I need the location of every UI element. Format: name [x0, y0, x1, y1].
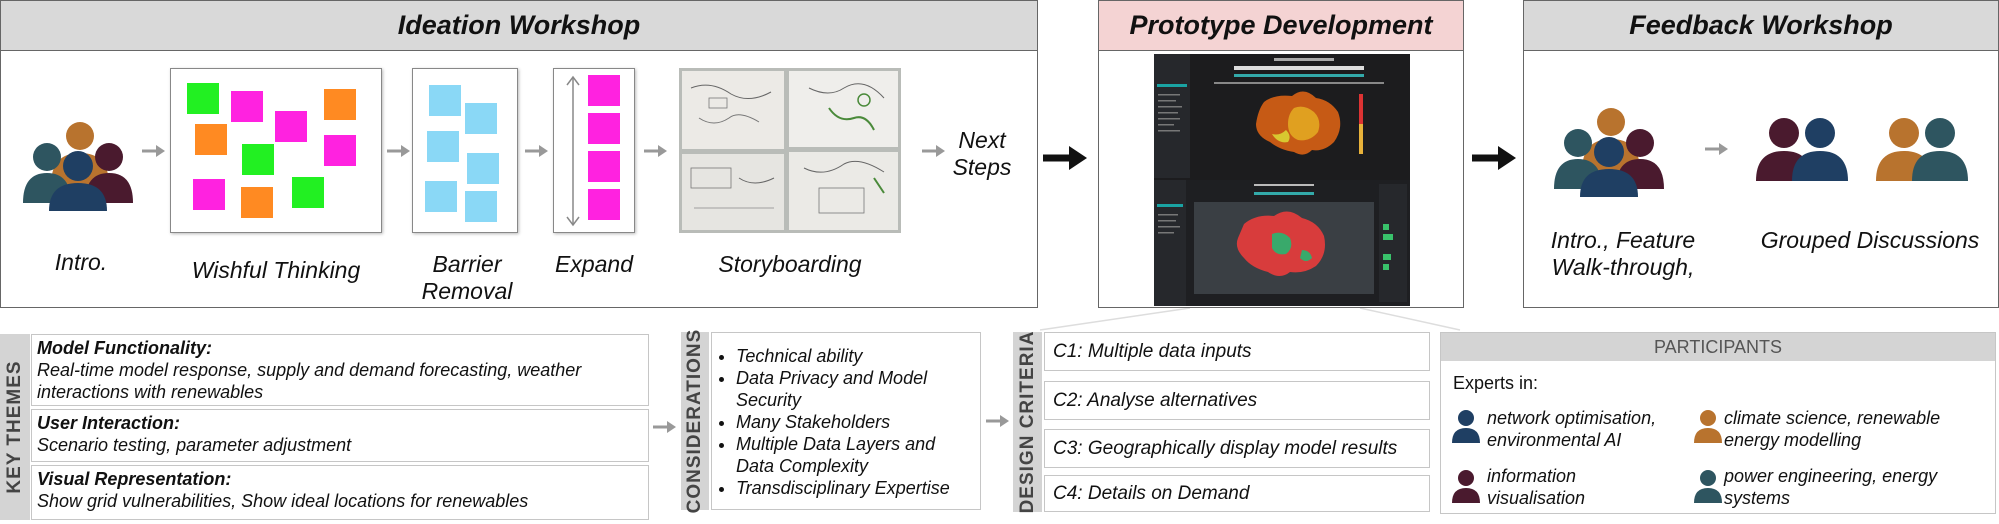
prototype-development-panel: Prototype Development	[1098, 0, 1464, 308]
criterion-c2: C2: Analyse alternatives	[1044, 381, 1430, 420]
step-wishful-thinking-label: Wishful Thinking	[191, 257, 361, 283]
considerations-list: Technical ability Data Privacy and Model…	[711, 332, 981, 510]
feedback-workshop-title: Feedback Workshop	[1524, 1, 1998, 51]
criterion-c4: C4: Details on Demand	[1044, 475, 1430, 512]
storyboarding-photo	[679, 68, 901, 233]
step-barrier-removal-label: Barrier Removal	[421, 251, 513, 304]
considerations-label: CONSIDERATIONS	[681, 329, 709, 513]
person-icon	[1694, 410, 1722, 443]
ideation-workshop-title: Ideation Workshop	[1, 1, 1037, 51]
participant-network-optimisation: network optimisation, environmental AI	[1487, 408, 1657, 450]
barrier-removal-board	[412, 68, 518, 233]
participant-climate-science: climate science, renewable energy modell…	[1724, 408, 1941, 450]
sticky-note	[193, 179, 225, 210]
sticky-note	[425, 181, 457, 212]
sticky-note	[427, 131, 459, 162]
sticky-note	[324, 135, 356, 166]
sticky-note	[275, 111, 307, 142]
step-next-steps-label: Next Steps	[952, 127, 1012, 180]
design-criteria-label: DESIGN CRITERIA	[1013, 331, 1042, 513]
sticky-note	[292, 177, 324, 208]
sticky-note	[195, 124, 227, 155]
flow-arrow-icon	[986, 415, 1009, 427]
participants-subtitle: Experts in:	[1453, 373, 1539, 393]
consideration-item: Data Privacy and Model Security	[736, 367, 974, 411]
feedback-workshop-panel: Feedback Workshop Intro., Feature Walk-t…	[1523, 0, 1999, 308]
key-themes-label: KEY THEMES	[0, 334, 30, 520]
sticky-note	[465, 191, 497, 222]
ideation-workshop-panel: Ideation Workshop Intro. Wishful Thinkin…	[0, 0, 1038, 308]
flow-arrow-icon	[644, 145, 667, 157]
criterion-c1: C1: Multiple data inputs	[1044, 332, 1430, 371]
flow-arrow-icon	[922, 145, 945, 157]
discussion-pair-icon	[1756, 118, 1848, 181]
people-group-icon	[23, 122, 133, 211]
people-group-icon	[1554, 108, 1664, 197]
consideration-item: Multiple Data Layers and Data Complexity	[736, 433, 974, 477]
sticky-note	[588, 189, 620, 220]
flow-arrow-icon	[653, 421, 676, 433]
consideration-item: Transdisciplinary Expertise	[736, 477, 974, 499]
sticky-note	[465, 103, 497, 134]
flow-arrow-icon	[387, 145, 410, 157]
sticky-note	[588, 75, 620, 106]
sticky-note	[231, 91, 263, 122]
sticky-note	[429, 85, 461, 116]
theme-visual-representation: Visual Representation: Show grid vulnera…	[31, 465, 649, 520]
wishful-thinking-board	[170, 68, 382, 233]
connector-lines	[1039, 308, 1461, 331]
expand-arrow-icon	[566, 75, 580, 227]
sticky-note	[241, 187, 273, 218]
step-storyboarding-label: Storyboarding	[718, 251, 862, 277]
participant-information-visualisation: information visualisation	[1487, 466, 1586, 508]
big-arrow-icon	[1043, 146, 1087, 170]
flow-arrow-icon	[525, 145, 548, 157]
participant-power-engineering: power engineering, energy systems	[1724, 466, 1938, 508]
step-expand-label: Expand	[554, 251, 633, 277]
discussion-pair-icon	[1876, 118, 1968, 181]
theme-model-functionality: Model Functionality: Real-time model res…	[31, 334, 649, 406]
sticky-note	[467, 153, 499, 184]
flow-arrow-icon	[1705, 143, 1728, 155]
participants-panel: PARTICIPANTS Experts in: network optimis…	[1440, 332, 1996, 514]
person-icon	[1452, 410, 1480, 443]
prototype-dashboard-screenshot	[1154, 54, 1410, 306]
flow-arrow-icon	[142, 145, 165, 157]
theme-user-interaction: User Interaction: Scenario testing, para…	[31, 409, 649, 462]
participants-title: PARTICIPANTS	[1441, 333, 1995, 361]
big-arrow-icon	[1472, 146, 1516, 170]
prototype-development-title: Prototype Development	[1099, 1, 1463, 51]
sticky-note	[187, 83, 219, 114]
step-intro-label: Intro.	[54, 249, 108, 275]
sticky-note	[588, 113, 620, 144]
sticky-note	[324, 89, 356, 120]
sticky-note	[242, 144, 274, 175]
step-feature-walkthrough-label: Intro., Feature Walk-through,	[1550, 227, 1696, 280]
sticky-note	[588, 151, 620, 182]
step-grouped-discussions-label: Grouped Discussions	[1760, 227, 1980, 253]
person-icon	[1452, 470, 1480, 503]
person-icon	[1694, 470, 1722, 503]
expand-board	[553, 68, 635, 233]
criterion-c3: C3: Geographically display model results	[1044, 429, 1430, 468]
consideration-item: Many Stakeholders	[736, 411, 974, 433]
consideration-item: Technical ability	[736, 345, 974, 367]
